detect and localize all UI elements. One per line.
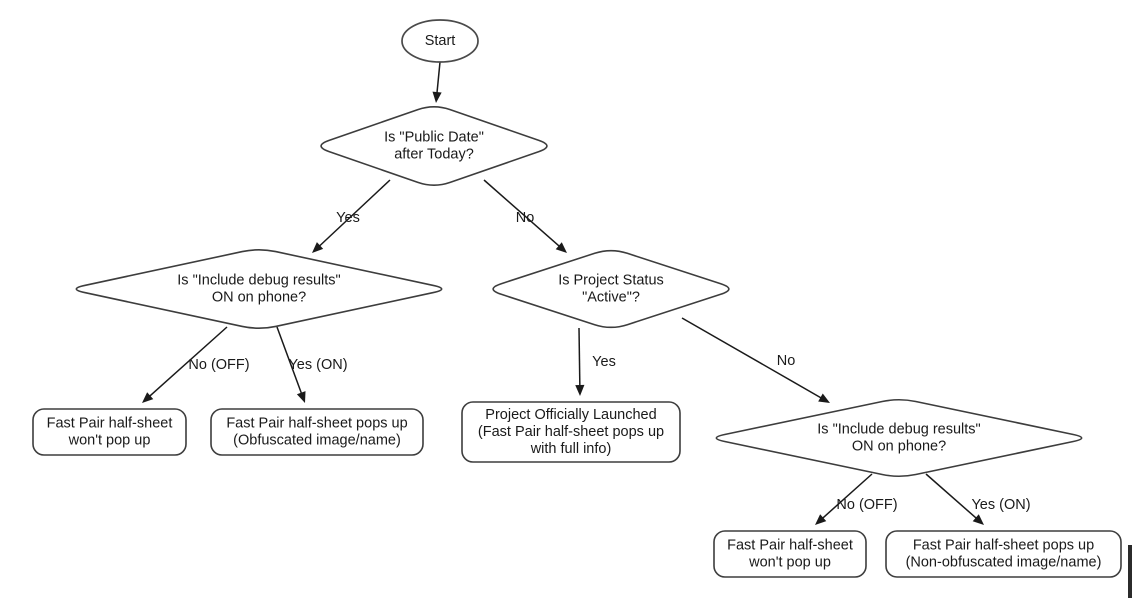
edge-debug-left-yes-on: Yes (ON): [276, 326, 348, 403]
arrowhead-project-status-yes: [575, 384, 585, 396]
node-public-date-decision[interactable]: Is "Public Date"after Today?: [320, 106, 548, 186]
arrowhead-debug-right-no-off: [815, 514, 827, 525]
node-obfuscated-popup[interactable]: Fast Pair half-sheet pops up(Obfuscated …: [210, 408, 424, 456]
edge-line-project-status-no: [681, 317, 823, 399]
arrowhead-public-date-no: [555, 242, 567, 253]
edge-debug-left-no-off: No (OFF): [142, 326, 250, 403]
node-shape-project-status-decision[interactable]: [492, 249, 730, 329]
debug-results-left-decision-label-line-1: Is "Include debug results": [177, 272, 340, 288]
node-shape-start[interactable]: [401, 19, 479, 63]
obfuscated-popup-label-line-2: (Obfuscated image/name): [233, 432, 401, 448]
node-project-launched[interactable]: Project Officially Launched(Fast Pair ha…: [461, 401, 681, 463]
node-shape-public-date-decision[interactable]: [320, 106, 548, 186]
start-label-line-1: Start: [425, 33, 456, 49]
node-shape-obfuscated-popup[interactable]: [210, 408, 424, 456]
project-status-decision-label-line-1: Is Project Status: [558, 272, 664, 288]
edge-line-public-date-yes: [318, 179, 391, 248]
non-obfuscated-popup-label-line-2: (Non-obfuscated image/name): [906, 554, 1102, 570]
edge-line-debug-left-yes-on: [276, 326, 303, 395]
no-popup-right-label-line-2: won't pop up: [748, 554, 831, 570]
node-shape-no-popup-left[interactable]: [32, 408, 187, 456]
debug-results-right-decision-label-line-1: Is "Include debug results": [817, 421, 980, 437]
edge-project-status-no: No: [681, 317, 830, 403]
node-shape-no-popup-right[interactable]: [713, 530, 867, 578]
edge-label-public-date-no: No: [516, 210, 535, 226]
edge-public-date-no: No: [483, 179, 567, 253]
edge-label-project-status-yes: Yes: [592, 354, 616, 370]
edge-line-start-to-public-date: [436, 61, 441, 94]
edge-public-date-yes: Yes: [312, 179, 391, 253]
edge-label-debug-left-yes-on: Yes (ON): [288, 357, 347, 373]
non-obfuscated-popup-label-line-1: Fast Pair half-sheet pops up: [913, 537, 1094, 553]
no-popup-left-label-line-2: won't pop up: [68, 432, 151, 448]
edge-debug-right-yes-on: Yes (ON): [925, 473, 1031, 525]
edge-label-debug-right-no-off: No (OFF): [836, 497, 897, 513]
node-shape-project-launched[interactable]: [461, 401, 681, 463]
arrowhead-debug-left-yes-on: [296, 391, 306, 403]
node-debug-results-left-decision[interactable]: Is "Include debug results"ON on phone?: [75, 248, 443, 330]
edge-label-debug-left-no-off: No (OFF): [188, 357, 249, 373]
project-launched-label-line-3: with full info): [530, 441, 612, 457]
debug-results-left-decision-label-line-2: ON on phone?: [212, 289, 306, 305]
edge-project-status-yes: Yes: [575, 327, 616, 396]
edge-label-debug-right-yes-on: Yes (ON): [971, 497, 1030, 513]
node-start[interactable]: Start: [401, 19, 479, 63]
project-launched-label-line-1: Project Officially Launched: [485, 407, 656, 423]
right-edge-artifact: [1128, 545, 1132, 598]
edge-label-project-status-no: No: [777, 353, 796, 369]
node-non-obfuscated-popup[interactable]: Fast Pair half-sheet pops up(Non-obfusca…: [885, 530, 1122, 578]
node-shape-debug-results-right-decision[interactable]: [715, 398, 1083, 478]
edge-label-public-date-yes: Yes: [336, 210, 360, 226]
arrowhead-debug-right-yes-on: [972, 514, 984, 525]
no-popup-left-label-line-1: Fast Pair half-sheet: [47, 415, 173, 431]
nodes-layer: Start Is "Public Date"after Today? Is "Inc…: [32, 19, 1122, 578]
edge-line-public-date-no: [483, 179, 561, 248]
project-status-decision-label-line-2: "Active"?: [582, 289, 640, 305]
arrowhead-project-status-no: [818, 393, 830, 403]
node-shape-non-obfuscated-popup[interactable]: [885, 530, 1122, 578]
project-launched-label-line-2: (Fast Pair half-sheet pops up: [478, 424, 664, 440]
node-project-status-decision[interactable]: Is Project Status"Active"?: [492, 249, 730, 329]
edge-line-debug-left-no-off: [148, 326, 228, 398]
node-shape-debug-results-left-decision[interactable]: [75, 248, 443, 330]
arrowhead-debug-left-no-off: [142, 392, 154, 403]
edge-line-project-status-yes: [578, 327, 581, 387]
arrowhead-start-to-public-date: [432, 91, 442, 103]
edge-line-debug-right-yes-on: [925, 473, 978, 520]
no-popup-right-label-line-1: Fast Pair half-sheet: [727, 537, 853, 553]
public-date-decision-label-line-2: after Today?: [394, 146, 474, 162]
edge-start-to-public-date: [432, 61, 442, 103]
edge-debug-right-no-off: No (OFF): [815, 473, 898, 525]
public-date-decision-label-line-1: Is "Public Date": [384, 129, 484, 145]
arrowhead-public-date-yes: [312, 242, 324, 253]
debug-results-right-decision-label-line-2: ON on phone?: [852, 438, 946, 454]
edge-line-debug-right-no-off: [821, 473, 873, 520]
obfuscated-popup-label-line-1: Fast Pair half-sheet pops up: [226, 415, 407, 431]
node-debug-results-right-decision[interactable]: Is "Include debug results"ON on phone?: [715, 398, 1083, 478]
